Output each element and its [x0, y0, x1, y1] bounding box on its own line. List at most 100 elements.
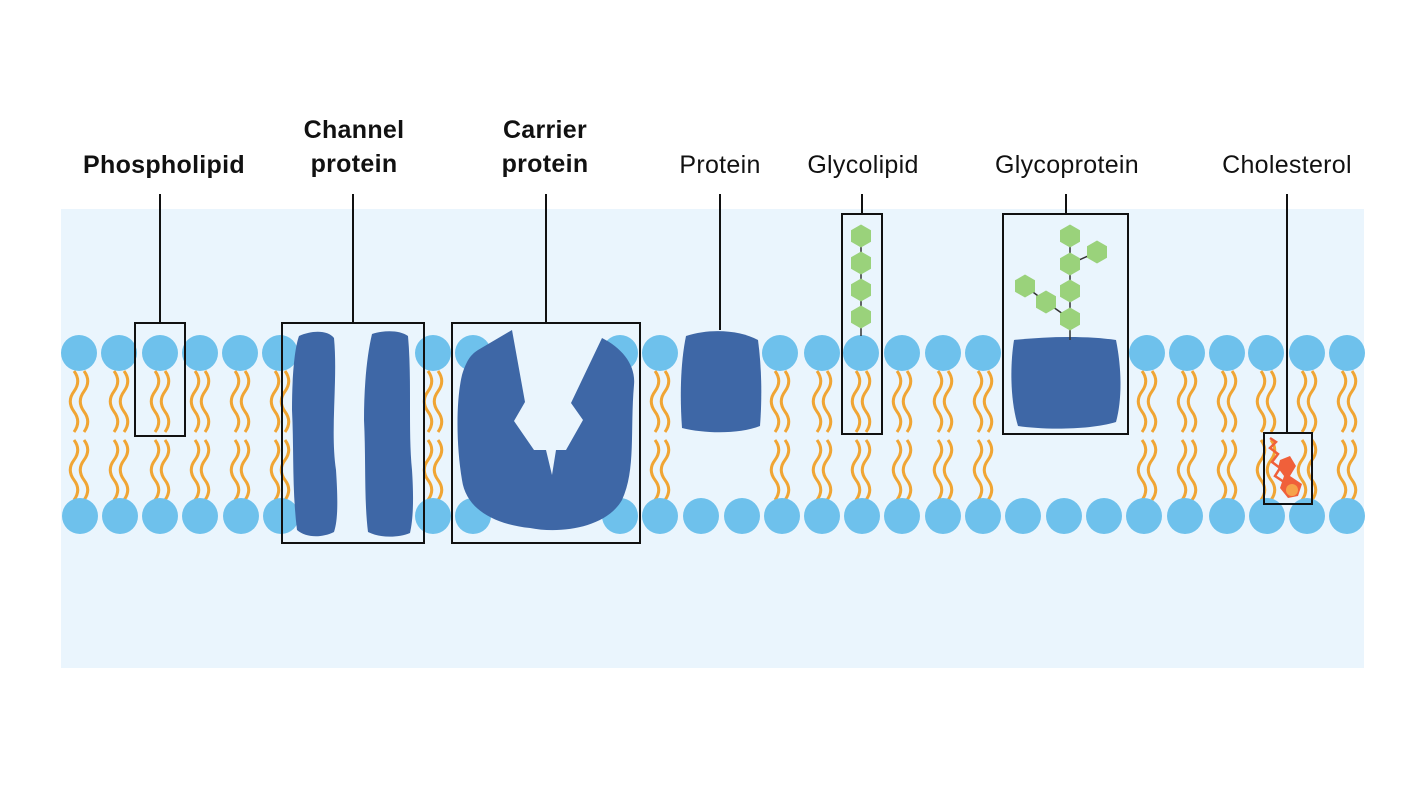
sugar-hexagon [851, 278, 871, 302]
lipid-tail [860, 439, 872, 501]
phospholipid-head [182, 335, 218, 371]
sugar-hexagon [851, 305, 871, 329]
leader-lines [159, 194, 1288, 433]
carrier-protein-label-line1: Carrier [502, 116, 588, 144]
phospholipid-head [1209, 498, 1245, 534]
lipid-tail [850, 439, 862, 501]
lipid-tail [68, 439, 80, 501]
lipid-tail [932, 370, 944, 433]
lipid-tail [1296, 370, 1308, 433]
lipid-tail [821, 370, 833, 433]
sugar-hexagon [1060, 224, 1080, 248]
channel-protein-label: Channel protein [254, 113, 454, 181]
lipid-tail [1136, 370, 1148, 433]
phospholipid-head [683, 498, 719, 534]
lipid-tail [78, 439, 90, 501]
phospholipid-head [1046, 498, 1082, 534]
phospholipid-head [1005, 498, 1041, 534]
phospholipid-head [1289, 335, 1325, 371]
phospholipid-head [1209, 335, 1245, 371]
protein-label: Protein [679, 151, 761, 179]
lipid-tail [1136, 439, 1148, 501]
lipid-tail [769, 370, 781, 433]
channel-protein [292, 331, 414, 537]
phospholipid-head [642, 335, 678, 371]
phospholipid-head [1167, 498, 1203, 534]
phospholipid-head [102, 498, 138, 534]
phospholipid-head [61, 335, 97, 371]
lipid-tail [189, 370, 201, 433]
lipid-tail [1306, 439, 1318, 501]
lipid-tail [1265, 370, 1277, 433]
lipid-tail [779, 370, 791, 433]
lipid-tail [149, 439, 161, 501]
lipid-tail [811, 370, 823, 433]
lipid-tail [1186, 439, 1198, 501]
lipid-tail [649, 370, 661, 433]
lipid-tail [972, 439, 984, 501]
lipid-tail [159, 370, 171, 433]
phospholipid-head [1249, 498, 1285, 534]
lipid-tail [982, 370, 994, 433]
integral-protein [680, 331, 762, 433]
phospholipid-head [62, 498, 98, 534]
lipid-tail [118, 370, 130, 433]
phospholipid-head [1169, 335, 1205, 371]
channel-protein-label-line1: Channel [303, 116, 405, 144]
phospholipid-head [1126, 498, 1162, 534]
carrier-protein [457, 330, 635, 531]
phospholipid-head [843, 335, 879, 371]
lipid-tail [1265, 439, 1277, 501]
phospholipid-head [142, 335, 178, 371]
membrane-background-panel [61, 209, 1364, 668]
lipid-tail [1176, 370, 1188, 433]
phospholipid-head [804, 335, 840, 371]
lipid-tail [1146, 370, 1158, 433]
lipid-tail [860, 370, 872, 433]
glycoprotein-protein-body [1011, 337, 1121, 429]
phospholipid-head [724, 498, 760, 534]
lipid-tail [901, 439, 913, 501]
lipid-tail [159, 439, 171, 501]
lipid-tail [972, 370, 984, 433]
lipid-tail [108, 370, 120, 433]
phospholipid-head [1248, 335, 1284, 371]
lipid-tail [891, 439, 903, 501]
channel-protein-right-subunit [364, 331, 414, 537]
lipid-bilayer [61, 335, 1365, 534]
lipid-tail [779, 439, 791, 501]
sugar-hexagon [1087, 240, 1107, 264]
lipid-tail [1336, 370, 1348, 433]
phospholipid-head [101, 335, 137, 371]
phospholipid-head [884, 335, 920, 371]
phospholipid-head [804, 498, 840, 534]
channel-protein-label-line2: protein [310, 150, 398, 178]
phospholipid-head [762, 335, 798, 371]
phospholipid-head [222, 335, 258, 371]
lipid-tail [891, 370, 903, 433]
lipid-tail [1186, 370, 1198, 433]
phospholipid-head [965, 498, 1001, 534]
lipid-tail [189, 439, 201, 501]
carrier-protein-label-line2: protein [501, 150, 589, 178]
phospholipid-head [1329, 335, 1365, 371]
lipid-tail [108, 439, 120, 501]
phospholipid-head [965, 335, 1001, 371]
lipid-tail [821, 439, 833, 501]
lipid-tail [239, 439, 251, 501]
phospholipid-head [223, 498, 259, 534]
lipid-tail [1216, 439, 1228, 501]
lipid-tail [769, 439, 781, 501]
sugar-hexagon [851, 224, 871, 248]
lipid-tail [229, 439, 241, 501]
phospholipid-head [642, 498, 678, 534]
cholesterol-label: Cholesterol [1222, 151, 1352, 179]
sugar-hexagon [1060, 307, 1080, 331]
phospholipid-label: Phospholipid [83, 151, 245, 179]
lipid-tail [942, 370, 954, 433]
lipid-tail [229, 370, 241, 433]
lipid-tail [811, 439, 823, 501]
lipid-tail [659, 439, 671, 501]
lipid-tail [68, 370, 80, 433]
lipid-tail [982, 439, 994, 501]
